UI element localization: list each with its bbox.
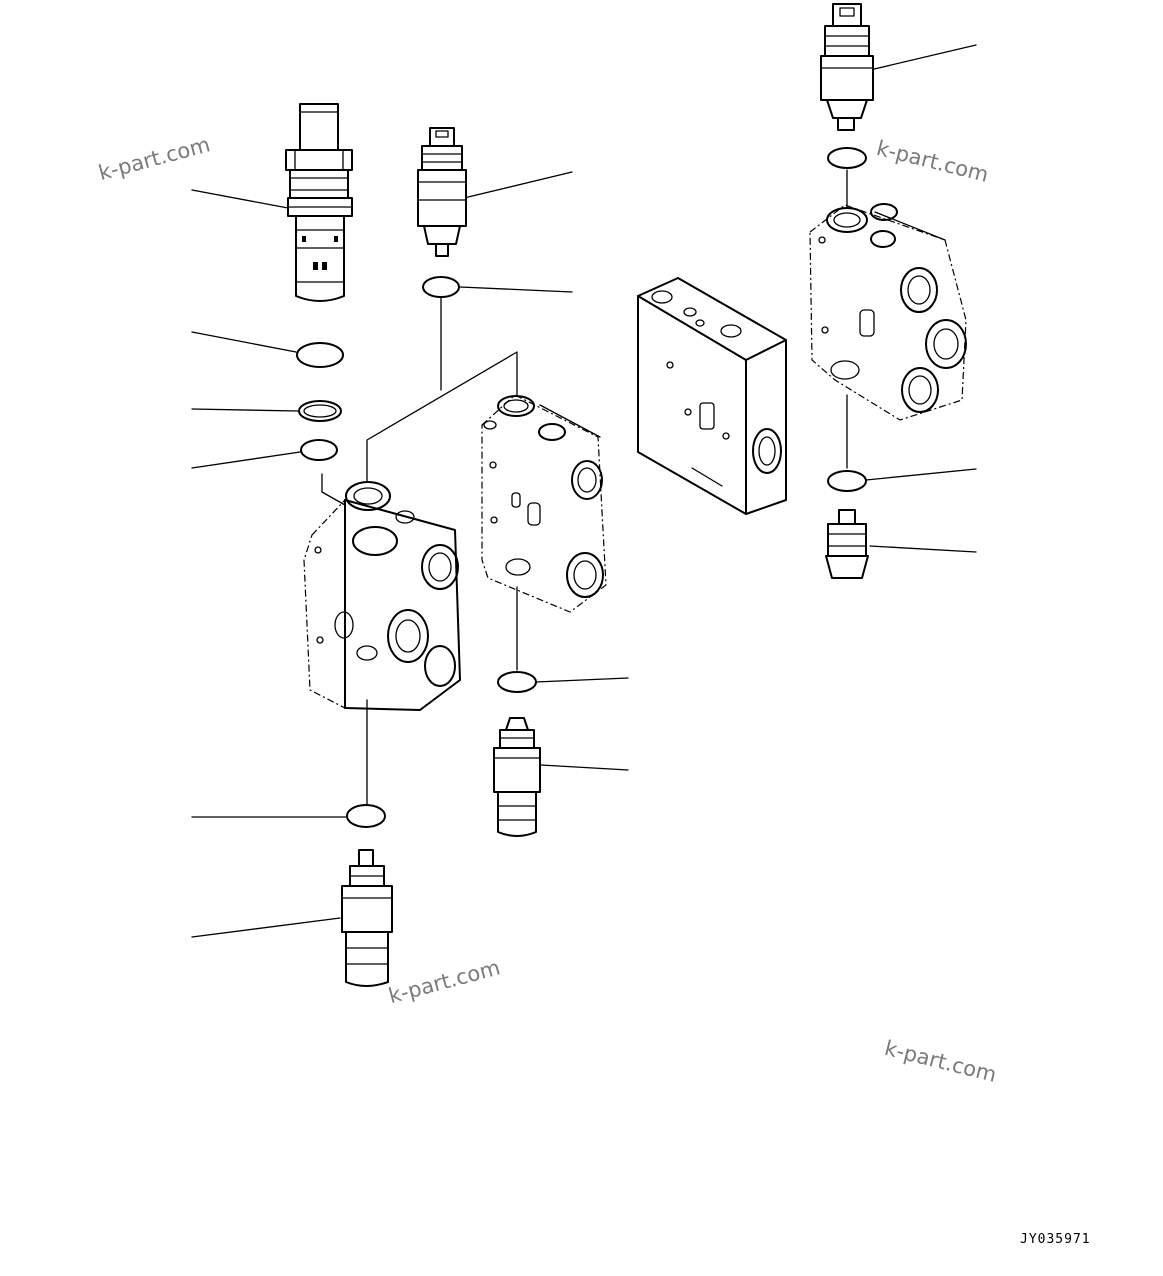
cartridge-valve-right <box>820 3 874 131</box>
valve-section-left <box>303 481 461 711</box>
backup-ring <box>298 400 342 422</box>
end-cover-plate <box>637 277 787 515</box>
o-ring <box>827 147 867 169</box>
o-ring <box>346 804 386 828</box>
o-ring <box>300 439 338 461</box>
relief-valve-lower <box>341 849 393 987</box>
backup-ring-inner <box>303 404 337 418</box>
relief-valve-middle <box>493 717 541 837</box>
main-relief-valve <box>285 103 353 302</box>
o-ring <box>827 470 867 492</box>
o-rings <box>296 147 867 828</box>
valve-section-right <box>809 203 967 421</box>
leader-lines <box>191 44 977 938</box>
valve-section-middle <box>481 394 607 613</box>
o-ring <box>422 276 460 298</box>
drawing-code: JY035971 <box>1020 1232 1091 1247</box>
o-ring <box>497 671 537 693</box>
cartridge-valve-top <box>417 127 467 257</box>
plug-right <box>825 509 869 579</box>
o-ring <box>296 342 344 368</box>
